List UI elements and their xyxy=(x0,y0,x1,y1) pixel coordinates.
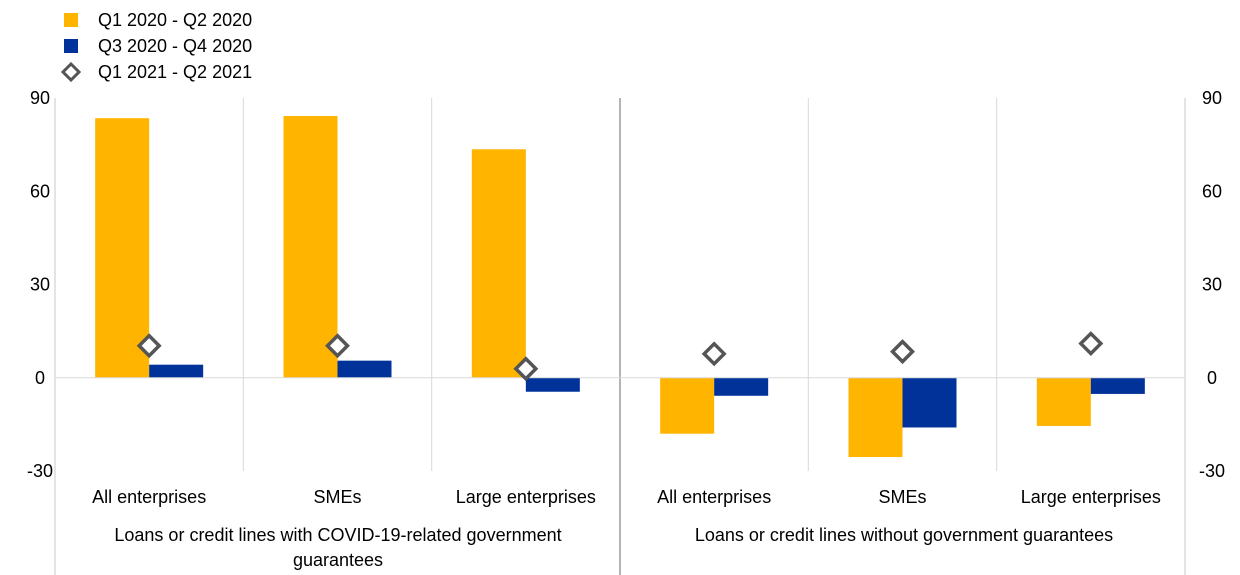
legend-swatch xyxy=(64,39,78,53)
x-tick-label: All enterprises xyxy=(657,487,771,507)
marker-point xyxy=(325,333,350,359)
bar xyxy=(149,364,204,378)
marker-point xyxy=(701,341,727,367)
legend-marker xyxy=(60,61,82,83)
x-tick-label: SMEs xyxy=(878,487,926,507)
y-tick-label-left: 60 xyxy=(30,181,50,201)
y-tick-label-right: 60 xyxy=(1202,181,1222,201)
marker-point xyxy=(890,339,915,365)
y-tick-label-right: 30 xyxy=(1202,275,1222,295)
group-label: Loans or credit lines without government… xyxy=(695,525,1113,545)
y-tick-label-left: 0 xyxy=(35,368,45,388)
marker-point xyxy=(513,356,539,382)
x-tick-label: SMEs xyxy=(313,487,361,507)
group-label-line2: guarantees xyxy=(293,550,383,570)
legend-label: Q1 2021 - Q2 2021 xyxy=(98,62,252,82)
legend-swatch xyxy=(64,13,78,27)
y-tick-label-right: 0 xyxy=(1207,368,1217,388)
marker-point xyxy=(1078,331,1104,357)
bar xyxy=(337,360,392,378)
legend-label: Q1 2020 - Q2 2020 xyxy=(98,10,252,30)
y-tick-label-left: 90 xyxy=(30,88,50,108)
y-tick-label-right: -30 xyxy=(1199,461,1225,481)
bar xyxy=(95,118,150,378)
bar xyxy=(1036,377,1091,426)
bar xyxy=(714,377,769,396)
x-tick-label: Large enterprises xyxy=(1021,487,1161,507)
y-tick-label-left: -30 xyxy=(27,461,53,481)
y-tick-label-left: 30 xyxy=(30,275,50,295)
x-tick-label: Large enterprises xyxy=(456,487,596,507)
legend-label: Q3 2020 - Q4 2020 xyxy=(98,36,252,56)
group-label: Loans or credit lines with COVID-19-rela… xyxy=(114,525,561,545)
bar xyxy=(848,377,903,458)
bar xyxy=(283,116,338,378)
bar xyxy=(471,149,526,378)
bar xyxy=(525,377,580,392)
bar xyxy=(1090,377,1145,394)
x-tick-label: All enterprises xyxy=(92,487,206,507)
y-tick-label-right: 90 xyxy=(1202,88,1222,108)
marker-point xyxy=(136,333,162,359)
bar xyxy=(660,377,715,434)
bar xyxy=(902,377,957,428)
